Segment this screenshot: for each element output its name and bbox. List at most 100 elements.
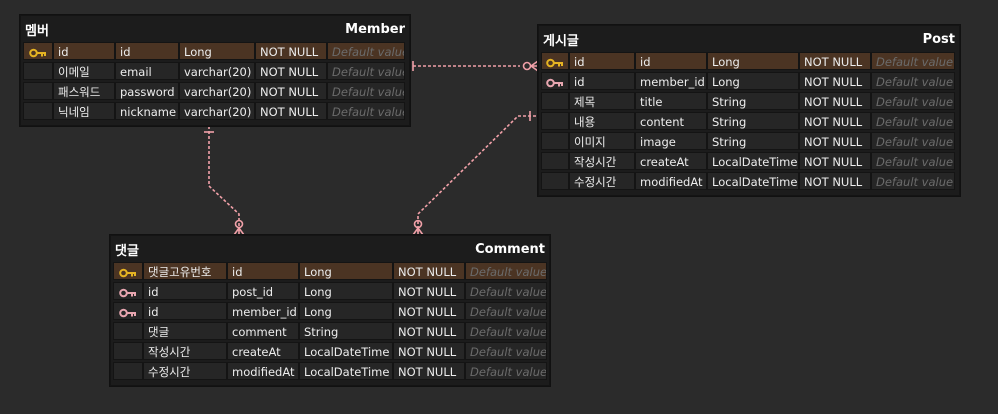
column-physical-name[interactable]: modifiedAt (635, 172, 707, 190)
column-physical-name[interactable]: image (635, 132, 707, 150)
column-logical-name[interactable]: 닉네임 (53, 102, 115, 120)
column-physical-name[interactable]: comment (227, 322, 299, 340)
column-nullable[interactable]: NOT NULL (799, 52, 871, 70)
column-nullable[interactable]: NOT NULL (799, 152, 871, 170)
column-data-type[interactable]: Long (299, 302, 393, 320)
column-nullable[interactable]: NOT NULL (799, 72, 871, 90)
column-data-type[interactable]: String (707, 132, 799, 150)
column-logical-name[interactable]: 댓글 (143, 322, 227, 340)
column-default-value[interactable]: Default value (465, 262, 547, 280)
column-physical-name[interactable]: title (635, 92, 707, 110)
column-default-value[interactable]: Default value (465, 322, 547, 340)
column-physical-name[interactable]: email (115, 62, 179, 80)
column-logical-name[interactable]: 내용 (569, 112, 635, 130)
column-physical-name[interactable]: createAt (635, 152, 707, 170)
column-logical-name[interactable]: id (143, 282, 227, 300)
column-nullable[interactable]: NOT NULL (393, 262, 465, 280)
column-data-type[interactable]: Long (299, 262, 393, 280)
column-default-value[interactable]: Default value (327, 42, 405, 60)
column-nullable[interactable]: NOT NULL (255, 42, 327, 60)
column-default-value[interactable]: Default value (327, 82, 405, 100)
column-logical-name[interactable]: 작성시간 (143, 342, 227, 360)
column-nullable[interactable]: NOT NULL (393, 362, 465, 380)
column-data-type[interactable]: LocalDateTime (299, 362, 393, 380)
column-nullable[interactable]: NOT NULL (255, 82, 327, 100)
column-nullable[interactable]: NOT NULL (799, 132, 871, 150)
column-nullable[interactable]: NOT NULL (393, 342, 465, 360)
column-logical-name[interactable]: 제목 (569, 92, 635, 110)
column-default-value[interactable]: Default value (465, 362, 547, 380)
column-physical-name[interactable]: nickname (115, 102, 179, 120)
column-nullable[interactable]: NOT NULL (255, 62, 327, 80)
column-nullable[interactable]: NOT NULL (799, 112, 871, 130)
comment-table-header[interactable]: 댓글 Comment (111, 236, 549, 262)
column-data-type[interactable]: Long (179, 42, 255, 60)
column-logical-name[interactable]: 수정시간 (569, 172, 635, 190)
column-physical-name[interactable]: id (635, 52, 707, 70)
column-physical-name[interactable]: createAt (227, 342, 299, 360)
column-physical-name[interactable]: post_id (227, 282, 299, 300)
column-default-value[interactable]: Default value (871, 132, 955, 150)
column-data-type[interactable]: varchar(20) (179, 102, 255, 120)
column-default-value[interactable]: Default value (327, 102, 405, 120)
column-logical-name[interactable]: 수정시간 (143, 362, 227, 380)
column-default-value[interactable]: Default value (871, 72, 955, 90)
column-default-value[interactable]: Default value (327, 62, 405, 80)
column-physical-name[interactable]: member_id (227, 302, 299, 320)
column-default-value[interactable]: Default value (465, 302, 547, 320)
column-default-value[interactable]: Default value (871, 172, 955, 190)
column-logical-name[interactable]: id (569, 72, 635, 90)
column-logical-name[interactable]: id (569, 52, 635, 70)
column-logical-name[interactable]: 작성시간 (569, 152, 635, 170)
column-data-type[interactable]: varchar(20) (179, 62, 255, 80)
column-nullable[interactable]: NOT NULL (393, 302, 465, 320)
column-default-value[interactable]: Default value (871, 152, 955, 170)
column-logical-name[interactable]: 이메일 (53, 62, 115, 80)
post-table-header[interactable]: 게시글 Post (539, 26, 959, 52)
column-physical-name[interactable]: id (115, 42, 179, 60)
column-physical-name[interactable]: content (635, 112, 707, 130)
column-data-type[interactable]: Long (707, 72, 799, 90)
column-default-value[interactable]: Default value (465, 342, 547, 360)
column-logical-name[interactable]: 패스워드 (53, 82, 115, 100)
column-default-value[interactable]: Default value (871, 92, 955, 110)
column-nullable[interactable]: NOT NULL (255, 102, 327, 120)
column-data-type[interactable]: LocalDateTime (707, 152, 799, 170)
column-logical-name[interactable]: 이미지 (569, 132, 635, 150)
column-physical-name[interactable]: id (227, 262, 299, 280)
column-physical-name[interactable]: modifiedAt (227, 362, 299, 380)
column-data-type[interactable]: LocalDateTime (299, 342, 393, 360)
column-data-type[interactable]: String (299, 322, 393, 340)
column-data-type[interactable]: Long (707, 52, 799, 70)
column-data-type[interactable]: String (707, 112, 799, 130)
column-default-value[interactable]: Default value (871, 112, 955, 130)
column-nullable[interactable]: NOT NULL (393, 322, 465, 340)
column-default-value[interactable]: Default value (465, 282, 547, 300)
column-logical-name[interactable]: 댓글고유번호 (143, 262, 227, 280)
column-nullable[interactable]: NOT NULL (799, 172, 871, 190)
column-logical-name[interactable]: id (143, 302, 227, 320)
column-data-type[interactable]: varchar(20) (179, 82, 255, 100)
column-nullable[interactable]: NOT NULL (799, 92, 871, 110)
column-logical-name[interactable]: id (53, 42, 115, 60)
member-table-header[interactable]: 멤버 Member (21, 16, 409, 42)
